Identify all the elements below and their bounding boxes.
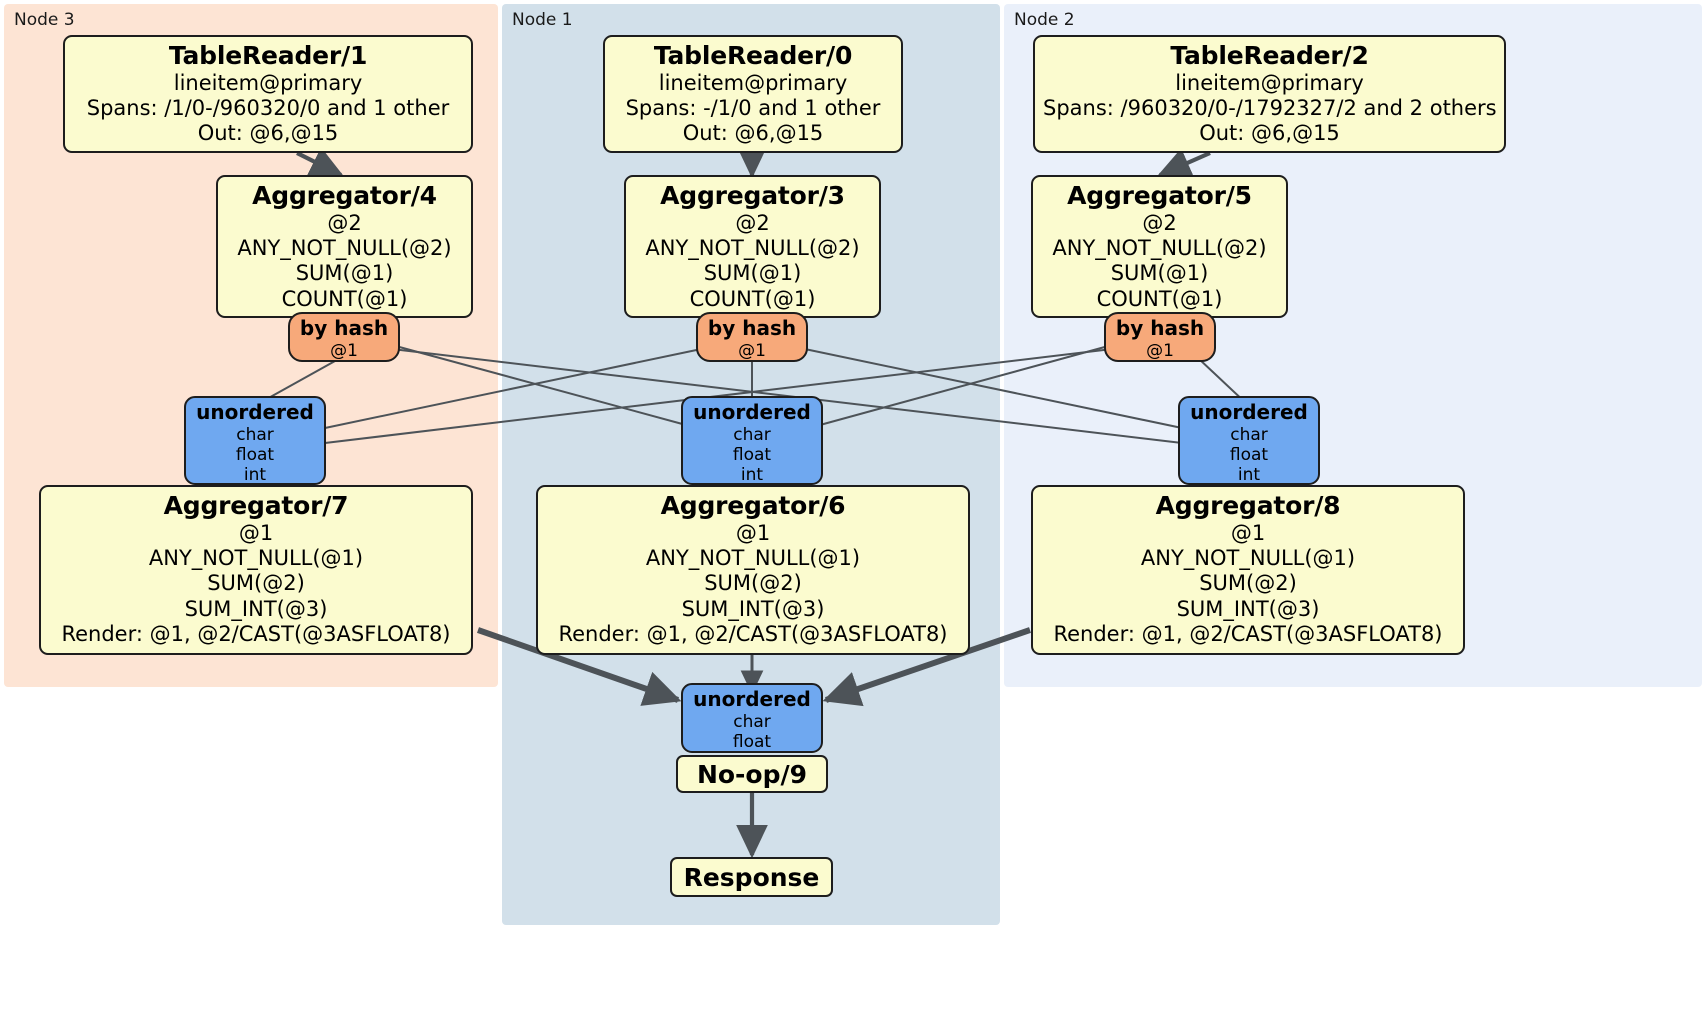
processor-table-reader-1[interactable]: TableReader/1 lineitem@primary Spans: /1… xyxy=(63,35,473,153)
processor-agg-fn: SUM_INT(@3) xyxy=(184,596,328,621)
processor-agg-fn: ANY_NOT_NULL(@2) xyxy=(645,236,860,261)
processor-table: lineitem@primary xyxy=(173,71,363,95)
router-detail: @1 xyxy=(330,340,358,361)
processor-title: TableReader/2 xyxy=(1170,41,1369,70)
receiver-title: unordered xyxy=(196,400,314,424)
processor-agg-fn: SUM_INT(@3) xyxy=(681,596,825,621)
processor-agg-fn: ANY_NOT_NULL(@1) xyxy=(1140,546,1356,571)
processor-no-op-9[interactable]: No-op/9 xyxy=(676,755,828,793)
processor-group-cols: @1 xyxy=(735,521,771,545)
node-panel-label-node1: Node 1 xyxy=(512,10,573,30)
processor-aggregator-4[interactable]: Aggregator/4 @2 ANY_NOT_NULL(@2) SUM(@1)… xyxy=(216,175,473,318)
router-detail: @1 xyxy=(738,340,766,361)
processor-title: Aggregator/6 xyxy=(660,491,846,520)
receiver-type: float xyxy=(732,731,772,752)
receiver-type: float xyxy=(235,444,275,465)
receiver-type: int xyxy=(243,464,267,485)
processor-spans: Spans: /1/0-/960320/0 and 1 other xyxy=(86,96,450,121)
router-title: by hash xyxy=(299,316,389,340)
processor-agg-fn: COUNT(@1) xyxy=(1096,286,1223,311)
response-node[interactable]: Response xyxy=(670,857,833,897)
processor-aggregator-6[interactable]: Aggregator/6 @1 ANY_NOT_NULL(@1) SUM(@2)… xyxy=(536,485,970,655)
receiver-unordered-node2[interactable]: unordered char float int xyxy=(1178,396,1320,485)
processor-title: Aggregator/3 xyxy=(660,181,845,210)
processor-table: lineitem@primary xyxy=(658,71,848,95)
processor-group-cols: @1 xyxy=(238,521,274,545)
receiver-type: float xyxy=(732,444,772,465)
processor-agg-fn: SUM(@1) xyxy=(703,261,802,286)
processor-aggregator-5[interactable]: Aggregator/5 @2 ANY_NOT_NULL(@2) SUM(@1)… xyxy=(1031,175,1288,318)
receiver-title: unordered xyxy=(1190,400,1308,424)
router-title: by hash xyxy=(1115,316,1205,340)
processor-agg-fn: ANY_NOT_NULL(@2) xyxy=(237,236,452,261)
processor-title: No-op/9 xyxy=(696,759,808,789)
node-panel-label-node3: Node 3 xyxy=(14,10,75,30)
processor-aggregator-8[interactable]: Aggregator/8 @1 ANY_NOT_NULL(@1) SUM(@2)… xyxy=(1031,485,1465,655)
processor-agg-fn: ANY_NOT_NULL(@2) xyxy=(1052,236,1267,261)
processor-title: Aggregator/7 xyxy=(163,491,349,520)
processor-table: lineitem@primary xyxy=(1175,71,1364,95)
node-panel-label-node2: Node 2 xyxy=(1014,10,1075,30)
processor-out: Out: @6,@15 xyxy=(682,121,824,146)
processor-agg-fn: SUM(@1) xyxy=(1110,261,1209,286)
processor-agg-fn: SUM(@2) xyxy=(207,571,305,596)
processor-out: Out: @6,@15 xyxy=(197,121,339,146)
processor-title: TableReader/1 xyxy=(168,41,368,70)
receiver-unordered-final[interactable]: unordered char float xyxy=(681,683,823,753)
processor-table-reader-2[interactable]: TableReader/2 lineitem@primary Spans: /9… xyxy=(1033,35,1506,153)
processor-aggregator-3[interactable]: Aggregator/3 @2 ANY_NOT_NULL(@2) SUM(@1)… xyxy=(624,175,881,318)
processor-group-cols: @2 xyxy=(327,211,362,235)
processor-agg-fn: SUM(@1) xyxy=(295,261,394,286)
response-title: Response xyxy=(683,862,820,892)
receiver-unordered-node1[interactable]: unordered char float int xyxy=(681,396,823,485)
processor-render: Render: @1, @2/CAST(@3ASFLOAT8) xyxy=(1053,621,1443,646)
receiver-type: char xyxy=(1230,424,1268,445)
processor-agg-fn: COUNT(@1) xyxy=(689,286,816,311)
processor-aggregator-7[interactable]: Aggregator/7 @1 ANY_NOT_NULL(@1) SUM(@2)… xyxy=(39,485,473,655)
router-detail: @1 xyxy=(1146,340,1174,361)
router-by-hash-node2[interactable]: by hash @1 xyxy=(1104,312,1216,362)
processor-title: TableReader/0 xyxy=(653,41,853,70)
receiver-type: float xyxy=(1229,444,1269,465)
processor-agg-fn: ANY_NOT_NULL(@1) xyxy=(148,546,364,571)
processor-agg-fn: SUM_INT(@3) xyxy=(1176,596,1320,621)
processor-agg-fn: ANY_NOT_NULL(@1) xyxy=(645,546,861,571)
processor-agg-fn: COUNT(@1) xyxy=(281,286,408,311)
processor-group-cols: @2 xyxy=(1142,211,1177,235)
receiver-type: char xyxy=(733,711,771,732)
processor-title: Aggregator/4 xyxy=(252,181,437,210)
processor-group-cols: @2 xyxy=(735,211,770,235)
processor-render: Render: @1, @2/CAST(@3ASFLOAT8) xyxy=(61,621,451,646)
router-by-hash-node1[interactable]: by hash @1 xyxy=(696,312,808,362)
processor-spans: Spans: -/1/0 and 1 other xyxy=(625,96,881,121)
processor-table-reader-0[interactable]: TableReader/0 lineitem@primary Spans: -/… xyxy=(603,35,903,153)
receiver-type: char xyxy=(236,424,274,445)
processor-render: Render: @1, @2/CAST(@3ASFLOAT8) xyxy=(558,621,948,646)
receiver-title: unordered xyxy=(693,400,811,424)
processor-agg-fn: SUM(@2) xyxy=(704,571,802,596)
processor-out: Out: @6,@15 xyxy=(1199,121,1340,146)
processor-title: Aggregator/5 xyxy=(1067,181,1252,210)
processor-agg-fn: SUM(@2) xyxy=(1199,571,1297,596)
receiver-title: unordered xyxy=(693,687,811,711)
receiver-unordered-node3[interactable]: unordered char float int xyxy=(184,396,326,485)
receiver-type: int xyxy=(740,464,764,485)
processor-group-cols: @1 xyxy=(1230,521,1266,545)
router-by-hash-node3[interactable]: by hash @1 xyxy=(288,312,400,362)
router-title: by hash xyxy=(707,316,797,340)
processor-spans: Spans: /960320/0-/1792327/2 and 2 others xyxy=(1043,96,1497,121)
receiver-type: int xyxy=(1237,464,1261,485)
processor-title: Aggregator/8 xyxy=(1155,491,1341,520)
receiver-type: char xyxy=(733,424,771,445)
